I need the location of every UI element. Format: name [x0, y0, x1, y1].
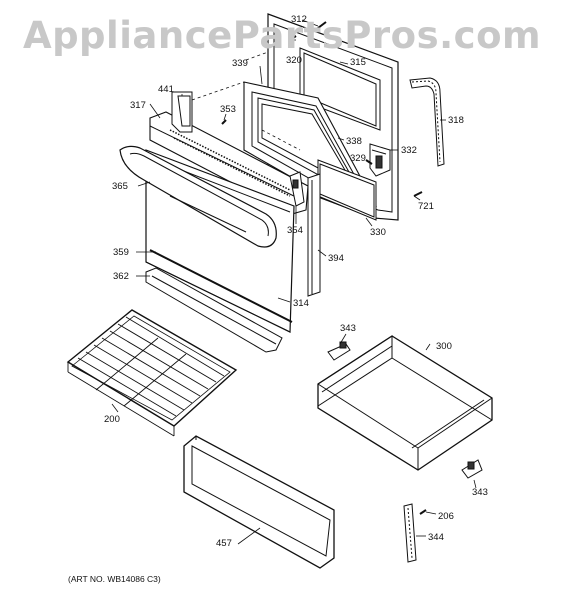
part-label-353: 353	[220, 104, 236, 115]
part-label-721: 721	[418, 201, 434, 212]
part-label-338: 338	[346, 136, 362, 147]
part-label-312: 312	[291, 14, 307, 25]
watermark-text: AppliancePartsPros.com	[22, 14, 542, 57]
door-bottom-trim	[149, 249, 293, 323]
part-label-200: 200	[104, 414, 120, 425]
drawer-glide-bottom	[461, 459, 483, 479]
part-label-365: 365	[112, 181, 128, 192]
door-bottom-vent-rail	[145, 267, 283, 353]
part-label-441: 441	[158, 84, 174, 95]
door-vent-trim	[149, 111, 309, 215]
part-label-314: 314	[293, 298, 309, 309]
part-label-343-bottom: 343	[472, 487, 488, 498]
part-label-329: 329	[350, 153, 366, 164]
drawer-side-rail	[403, 503, 417, 563]
drawer-front-panel	[183, 435, 335, 569]
drawer-screw	[419, 509, 427, 515]
part-label-330: 330	[370, 227, 386, 238]
door-side-channel	[307, 173, 321, 297]
part-label-318: 318	[448, 115, 464, 126]
part-label-300: 300	[436, 341, 452, 352]
part-label-354: 354	[287, 225, 303, 236]
part-label-332: 332	[401, 145, 417, 156]
part-label-457: 457	[216, 538, 232, 549]
drawer-glide-top	[327, 341, 351, 361]
part-label-359: 359	[113, 247, 129, 258]
oven-rack	[66, 309, 238, 437]
part-label-206: 206	[438, 511, 454, 522]
part-label-315: 315	[350, 57, 366, 68]
leader-lines	[111, 19, 477, 545]
part-label-339: 339	[232, 58, 248, 69]
door-gasket	[409, 77, 445, 167]
door-handle	[119, 145, 277, 248]
part-label-320: 320	[286, 55, 302, 66]
door-hinge	[369, 143, 391, 177]
part-label-344: 344	[428, 532, 444, 543]
part-label-394: 394	[328, 253, 344, 264]
art-number: (ART NO. WB14086 C3)	[68, 574, 161, 584]
part-label-362: 362	[113, 271, 129, 282]
part-label-343-top: 343	[340, 323, 356, 334]
part-label-317: 317	[130, 100, 146, 111]
assembly-guide-lines	[191, 51, 301, 151]
hinge-bracket	[289, 171, 305, 207]
door-bracket	[171, 91, 193, 133]
storage-drawer	[317, 335, 493, 471]
